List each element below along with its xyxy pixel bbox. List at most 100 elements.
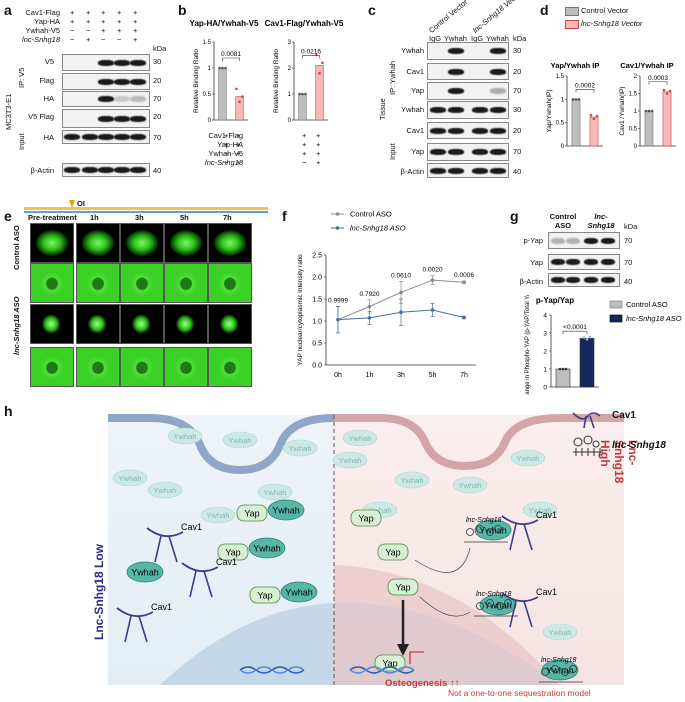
blot-band-c <box>490 127 506 134</box>
time-bar <box>24 211 268 213</box>
ywhah-faded-label: Ywhah <box>549 628 572 637</box>
chart-d: Yap/Ywhah IP Cav1/Ywhah IP 00.511.50.000… <box>546 61 676 150</box>
arrow-bind <box>419 596 471 617</box>
transcription-arrow <box>409 651 424 664</box>
micrograph <box>30 223 74 263</box>
micrograph <box>30 347 74 387</box>
micrograph-image <box>77 264 119 302</box>
chart-b2-title: Cav1-Flag/Ywhah-V5 <box>265 19 344 28</box>
blot-band-a <box>64 167 80 173</box>
blot-band-c <box>472 167 488 174</box>
blot-band-g <box>566 237 580 244</box>
blot-band-a <box>98 134 114 140</box>
blot-band-c <box>430 167 446 174</box>
lnc-loop <box>551 665 559 673</box>
bar <box>235 96 244 121</box>
kda-a: 30 <box>153 57 162 66</box>
ywhah-label: Ywhah <box>484 601 512 611</box>
bar <box>589 116 599 147</box>
ywhah-faded <box>222 431 258 449</box>
c-col-1: IgG <box>429 34 442 43</box>
data-point <box>571 98 575 101</box>
yap-protein <box>374 654 406 672</box>
p-value: 0.0216 <box>301 48 321 55</box>
kda-c: 30 <box>513 46 522 55</box>
h-legend-icons <box>572 412 603 456</box>
blot-band-c <box>490 68 506 75</box>
bar <box>555 368 571 388</box>
cav1-legs <box>124 615 148 643</box>
blot-label-c: Cav1 <box>406 126 424 135</box>
blot-band-c <box>448 48 464 54</box>
panel-label-d: d <box>540 2 549 18</box>
b-cond-1: Cav1-Flag <box>208 131 243 140</box>
micrograph-image <box>165 264 207 302</box>
micrograph-image <box>31 348 73 386</box>
micrograph-image <box>209 348 251 386</box>
sign-b: + <box>316 149 321 158</box>
blot-label-c: Ywhah <box>401 46 424 55</box>
sign-a: + <box>117 26 122 35</box>
tissue-label: Tissue <box>378 98 387 120</box>
sign-a: + <box>117 17 122 26</box>
ywhah-faded <box>342 429 378 447</box>
blot-strip-c <box>427 143 509 161</box>
x-tick-label: 3h <box>397 372 405 379</box>
panel-label-e: e <box>4 208 12 224</box>
ywhah-faded <box>522 501 558 519</box>
data-point <box>224 66 227 70</box>
kda-label-a: kDa <box>153 44 167 53</box>
data-point <box>665 92 669 95</box>
blot-band-c <box>448 149 464 155</box>
ywhah-faded-label: Ywhah <box>459 481 482 490</box>
micrograph <box>164 304 208 344</box>
data-point <box>582 336 586 339</box>
blot-band-c <box>448 127 464 134</box>
blot-band-c <box>490 107 506 113</box>
x-tick-label: 5h <box>429 372 437 379</box>
p-value: 0.7920 <box>360 291 380 298</box>
yap-label: Yap <box>225 548 240 558</box>
footnote: Not a one-to-one sequestration model <box>448 688 591 698</box>
y-tick-label: 0 <box>634 144 638 150</box>
data-point <box>367 316 372 320</box>
ywhah-faded-label: Ywhah <box>339 456 362 465</box>
sign-a: − <box>86 26 91 35</box>
sign-b: + <box>224 149 229 158</box>
micrograph-image <box>121 305 163 343</box>
kda-c: 20 <box>513 67 522 76</box>
sign-b: + <box>236 140 241 149</box>
blot-band-c <box>472 107 488 113</box>
kda-c: 30 <box>513 105 522 114</box>
blot-band-g <box>584 259 598 265</box>
blot-band-g <box>566 277 580 283</box>
y-tick-label: 1.5 <box>312 297 322 304</box>
legend-marker <box>335 226 340 230</box>
micrograph <box>208 263 252 303</box>
micrograph-image <box>121 224 163 262</box>
yap-label: Yap <box>244 509 259 519</box>
h-legend-lnc: lnc-Snhg18 <box>612 440 666 451</box>
data-point <box>564 367 568 371</box>
x-tick-label: 0h <box>334 372 342 379</box>
blot-band-a <box>130 59 146 66</box>
blot-strip-c <box>427 82 509 100</box>
ywhah-faded <box>510 449 546 467</box>
blot-band-g <box>551 277 565 283</box>
sign-b: + <box>236 158 241 167</box>
cav1-label: Cav1 <box>181 522 202 532</box>
data-point <box>321 61 324 65</box>
sign-a: + <box>86 8 91 17</box>
data-point <box>399 290 403 295</box>
data-point <box>462 280 466 285</box>
p-value: 0.0006 <box>454 272 474 279</box>
sign-b: − <box>302 158 307 167</box>
x-tick-label: 7h <box>460 372 468 379</box>
p-value: 0.0020 <box>423 267 443 274</box>
oi-bar <box>24 207 268 210</box>
sign-b: + <box>316 140 321 149</box>
timepoint-label: 5h <box>180 213 189 222</box>
micrograph <box>120 223 164 263</box>
lnc-loop <box>496 602 504 610</box>
